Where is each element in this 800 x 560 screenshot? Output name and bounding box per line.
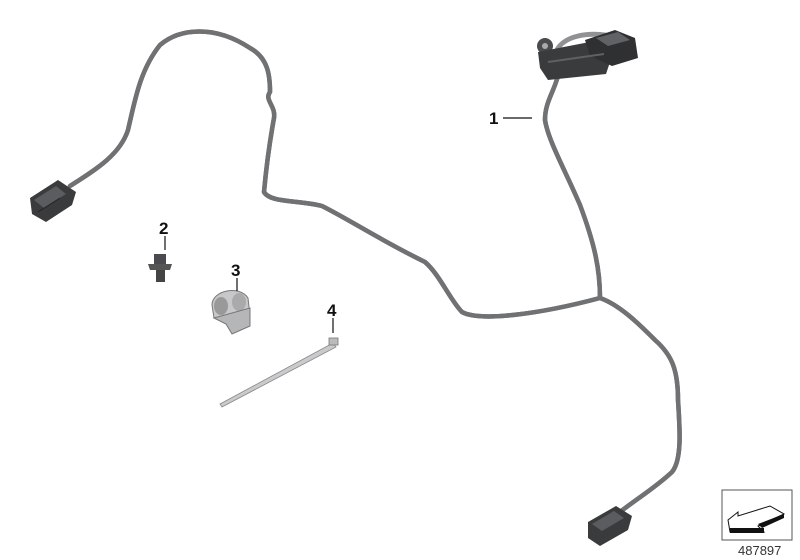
part-label-3: 3 xyxy=(231,261,240,280)
callouts: 1 2 3 4 xyxy=(159,109,532,333)
wiring-harness xyxy=(67,32,680,515)
connector-left xyxy=(30,180,76,222)
connector-top xyxy=(537,30,638,80)
reference-number: 487897 xyxy=(738,543,781,558)
part-label-1: 1 xyxy=(489,109,498,128)
connector-bottom-right xyxy=(588,506,632,546)
part-label-4: 4 xyxy=(327,301,337,320)
part-2-clip xyxy=(148,254,172,282)
reference-box: 487897 xyxy=(721,489,793,558)
part-label-2: 2 xyxy=(159,219,168,238)
part-4-cable-tie xyxy=(219,337,339,408)
part-3-clamp xyxy=(211,290,251,335)
